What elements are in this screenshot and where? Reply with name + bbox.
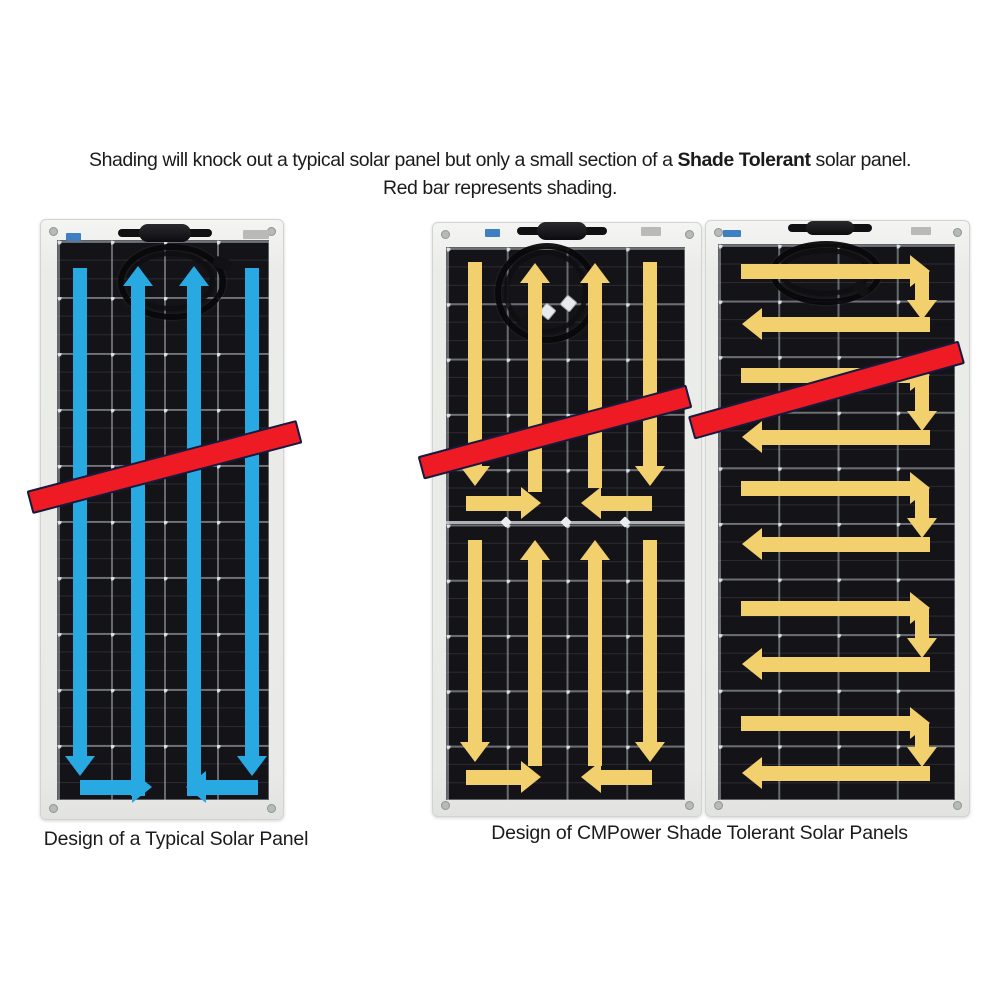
flow-arrow-head-up <box>179 266 209 286</box>
flow-arrow-bar <box>760 316 930 332</box>
corner-grommet <box>714 801 723 810</box>
flow-arrow-head-up <box>580 263 610 283</box>
flow-arrow-bar <box>73 268 87 758</box>
caption-typical-panel: Design of a Typical Solar Panel <box>43 828 309 850</box>
header-note: Shading will knock out a typical solar p… <box>0 146 1000 202</box>
flow-arrow-bar <box>588 558 602 766</box>
corner-grommet <box>49 804 58 813</box>
flow-arrow-bar <box>466 495 523 511</box>
caption-tolerant-panels: Design of CMPower Shade Tolerant Solar P… <box>491 822 908 844</box>
corner-grommet <box>953 801 962 810</box>
flow-arrow-bar <box>760 765 930 781</box>
header-line1-suffix: solar panel. <box>810 149 912 171</box>
flow-arrow-head-down <box>460 742 490 762</box>
flow-arrow-head-left <box>742 308 762 340</box>
panel-sticker <box>641 227 661 236</box>
flow-arrow-bar <box>245 268 259 758</box>
flow-arrow-bar <box>915 271 929 302</box>
flow-arrow-bar <box>528 558 542 766</box>
flow-arrow-head-up <box>520 540 550 560</box>
flow-arrow-head-left <box>742 648 762 680</box>
flow-arrow-head-down <box>237 756 267 776</box>
flow-arrow-bar <box>599 769 652 785</box>
flow-arrow-bar <box>915 488 929 520</box>
header-line2: Red bar represents shading. <box>383 177 617 199</box>
flow-arrow-bar <box>588 281 602 488</box>
cable-coil <box>118 244 226 320</box>
corner-grommet <box>685 801 694 810</box>
cable-coil-inner <box>504 250 588 334</box>
corner-grommet <box>714 228 723 237</box>
flow-arrow-head-down <box>635 466 665 486</box>
flow-arrow-head-left <box>581 487 601 519</box>
header-line1-bold: Shade Tolerant <box>677 149 811 171</box>
flow-arrow-head-left <box>742 528 762 560</box>
corner-grommet <box>441 230 450 239</box>
junction-box <box>536 222 588 240</box>
flow-arrow-bar <box>131 284 145 796</box>
flow-arrow-head-left <box>742 757 762 789</box>
flow-arrow-head-down <box>907 518 937 538</box>
flow-arrow-head-left <box>186 771 206 803</box>
flow-arrow-head-down <box>635 742 665 762</box>
flow-arrow-head-down <box>65 756 95 776</box>
flow-arrow-head-right <box>521 761 541 793</box>
flow-arrow-head-down <box>907 300 937 320</box>
flow-arrow-bar <box>741 600 912 616</box>
panel-sticker <box>723 230 741 237</box>
solar-cell-grid <box>57 240 269 800</box>
header-line1-prefix: Shading will knock out a typical solar p… <box>89 149 678 171</box>
flow-arrow-bar <box>204 779 258 795</box>
flow-arrow-bar <box>528 281 542 492</box>
flow-arrow-head-down <box>907 411 937 431</box>
flow-arrow-bar <box>187 284 201 796</box>
flow-arrow-bar <box>760 429 930 445</box>
flow-arrow-bar <box>760 656 930 672</box>
flow-arrow-head-up <box>580 540 610 560</box>
flow-arrow-bar <box>466 769 523 785</box>
panel-sticker <box>243 230 269 239</box>
corner-grommet <box>49 227 58 236</box>
flow-arrow-bar <box>643 262 657 468</box>
flow-arrow-head-right <box>521 487 541 519</box>
flow-arrow-head-left <box>742 421 762 453</box>
flow-arrow-bar <box>760 536 930 552</box>
flow-arrow-bar <box>599 495 652 511</box>
corner-grommet <box>953 228 962 237</box>
corner-grommet <box>441 801 450 810</box>
flow-arrow-bar <box>915 723 929 749</box>
junction-box <box>806 221 854 235</box>
flow-arrow-head-down <box>907 747 937 767</box>
flow-arrow-bar <box>915 608 929 640</box>
flow-arrow-head-up <box>123 266 153 286</box>
junction-box <box>138 224 192 242</box>
flow-arrow-bar <box>915 375 929 413</box>
panel-sticker <box>485 229 500 237</box>
flow-arrow-head-up <box>520 263 550 283</box>
corner-grommet <box>267 804 276 813</box>
flow-arrow-head-down <box>460 466 490 486</box>
panel-sticker <box>911 227 931 235</box>
flow-arrow-bar <box>80 779 134 795</box>
flow-arrow-head-down <box>907 638 937 658</box>
flow-arrow-bar <box>741 480 912 496</box>
flow-arrow-bar <box>741 715 912 731</box>
flow-arrow-bar <box>643 540 657 744</box>
flow-arrow-bar <box>741 263 912 279</box>
flow-arrow-bar <box>468 262 482 468</box>
panel-sticker <box>66 233 81 241</box>
flow-arrow-head-right <box>132 771 152 803</box>
flow-arrow-head-left <box>581 761 601 793</box>
corner-grommet <box>685 230 694 239</box>
flow-arrow-bar <box>468 540 482 744</box>
